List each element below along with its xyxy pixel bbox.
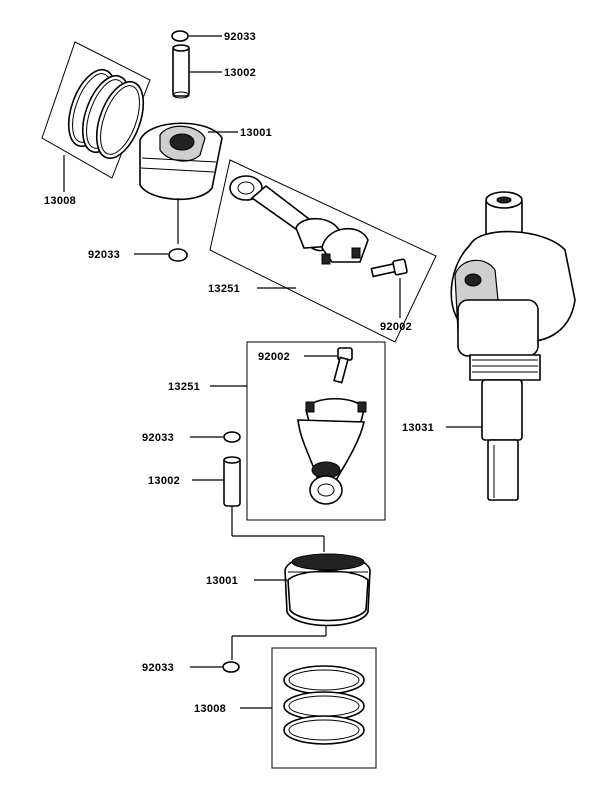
piston-top: [139, 122, 238, 244]
circlip-bottom: [190, 661, 240, 673]
piston-bottom: [231, 553, 371, 660]
label-13001-bottom: 13001: [206, 575, 238, 587]
connecting-rod-top: [209, 159, 437, 343]
label-13031: 13031: [402, 422, 434, 434]
connecting-rod-bottom: [210, 341, 386, 521]
label-92033-bottom: 92033: [142, 662, 174, 674]
piston-rings-top: [41, 41, 151, 192]
piston-pin-bottom: [192, 456, 325, 552]
circlip-mid: [134, 248, 188, 262]
label-13002-bottom: 13002: [148, 475, 180, 487]
label-13002-top: 13002: [224, 67, 256, 79]
label-13001-top: 13001: [240, 127, 272, 139]
piston-rings-bottom: [240, 647, 377, 769]
label-92033-low: 92033: [142, 432, 174, 444]
label-92033-mid: 92033: [88, 249, 120, 261]
label-13008-top: 13008: [44, 195, 76, 207]
label-13251-bottom: 13251: [168, 381, 200, 393]
circlip-top: [171, 30, 222, 42]
label-13008-bottom: 13008: [194, 703, 226, 715]
label-92002-bottom: 92002: [258, 351, 290, 363]
label-92002-top: 92002: [380, 321, 412, 333]
circlip-low: [190, 431, 241, 443]
label-13251-top: 13251: [208, 283, 240, 295]
crankshaft: [446, 191, 576, 501]
label-92033-top: 92033: [224, 31, 256, 43]
piston-pin-top: [172, 44, 222, 99]
